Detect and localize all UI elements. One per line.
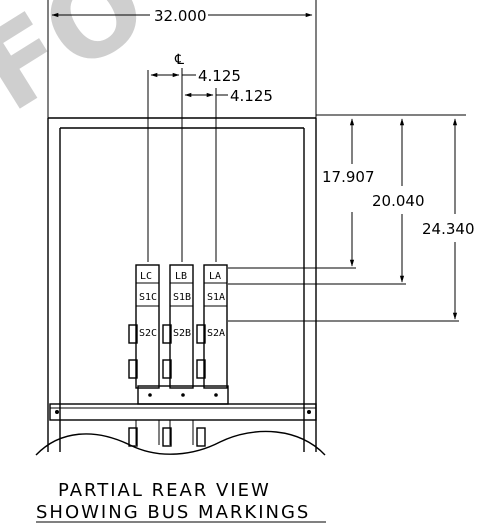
height-3-label: 24.340: [422, 220, 475, 238]
bus-a-top-label: LA: [209, 271, 221, 282]
watermark-text: FO: [0, 0, 168, 136]
phase-spacing-dimensions: ℄ 4.125 4.125: [147, 52, 273, 262]
bus-c-top-label: LC: [140, 271, 152, 282]
bus-b-top-label: LB: [175, 271, 187, 282]
bus-a-mid-label: S1A: [207, 292, 225, 303]
height-1-label: 17.907: [322, 168, 375, 186]
break-line: [35, 430, 326, 456]
caption: PARTIAL REAR VIEW SHOWING BUS MARKINGS: [36, 480, 326, 523]
spacing-2-label: 4.125: [230, 87, 273, 105]
lower-bus-stubs: [128, 420, 206, 447]
bus-b-bottom-label: S2B: [173, 328, 191, 339]
height-2-label: 20.040: [372, 192, 425, 210]
cross-brace: [49, 403, 317, 421]
height-dimensions: 17.907 20.040 24.340: [228, 118, 475, 322]
bus-bar-b: LB S1B S2B: [162, 264, 194, 389]
enclosure-frame: [47, 114, 466, 452]
bus-c-bottom-label: S2C: [139, 328, 157, 339]
spacing-1-label: 4.125: [198, 67, 241, 85]
overall-width-label: 32.000: [154, 7, 207, 25]
bus-bar-c: LC S1C S2C: [128, 264, 160, 389]
caption-line-2: SHOWING BUS MARKINGS: [36, 502, 310, 523]
bus-c-mid-label: S1C: [139, 292, 157, 303]
bus-a-bottom-label: S2A: [207, 328, 225, 339]
centerline-symbol: ℄: [174, 52, 184, 68]
bus-support-plate: [137, 385, 229, 405]
overall-width-dimension: 32.000: [47, 0, 317, 118]
bus-bar-a: LA S1A S2A: [196, 264, 228, 389]
caption-line-1: PARTIAL REAR VIEW: [58, 480, 271, 501]
watermark: FO: [0, 0, 168, 136]
bus-b-mid-label: S1B: [173, 292, 191, 303]
